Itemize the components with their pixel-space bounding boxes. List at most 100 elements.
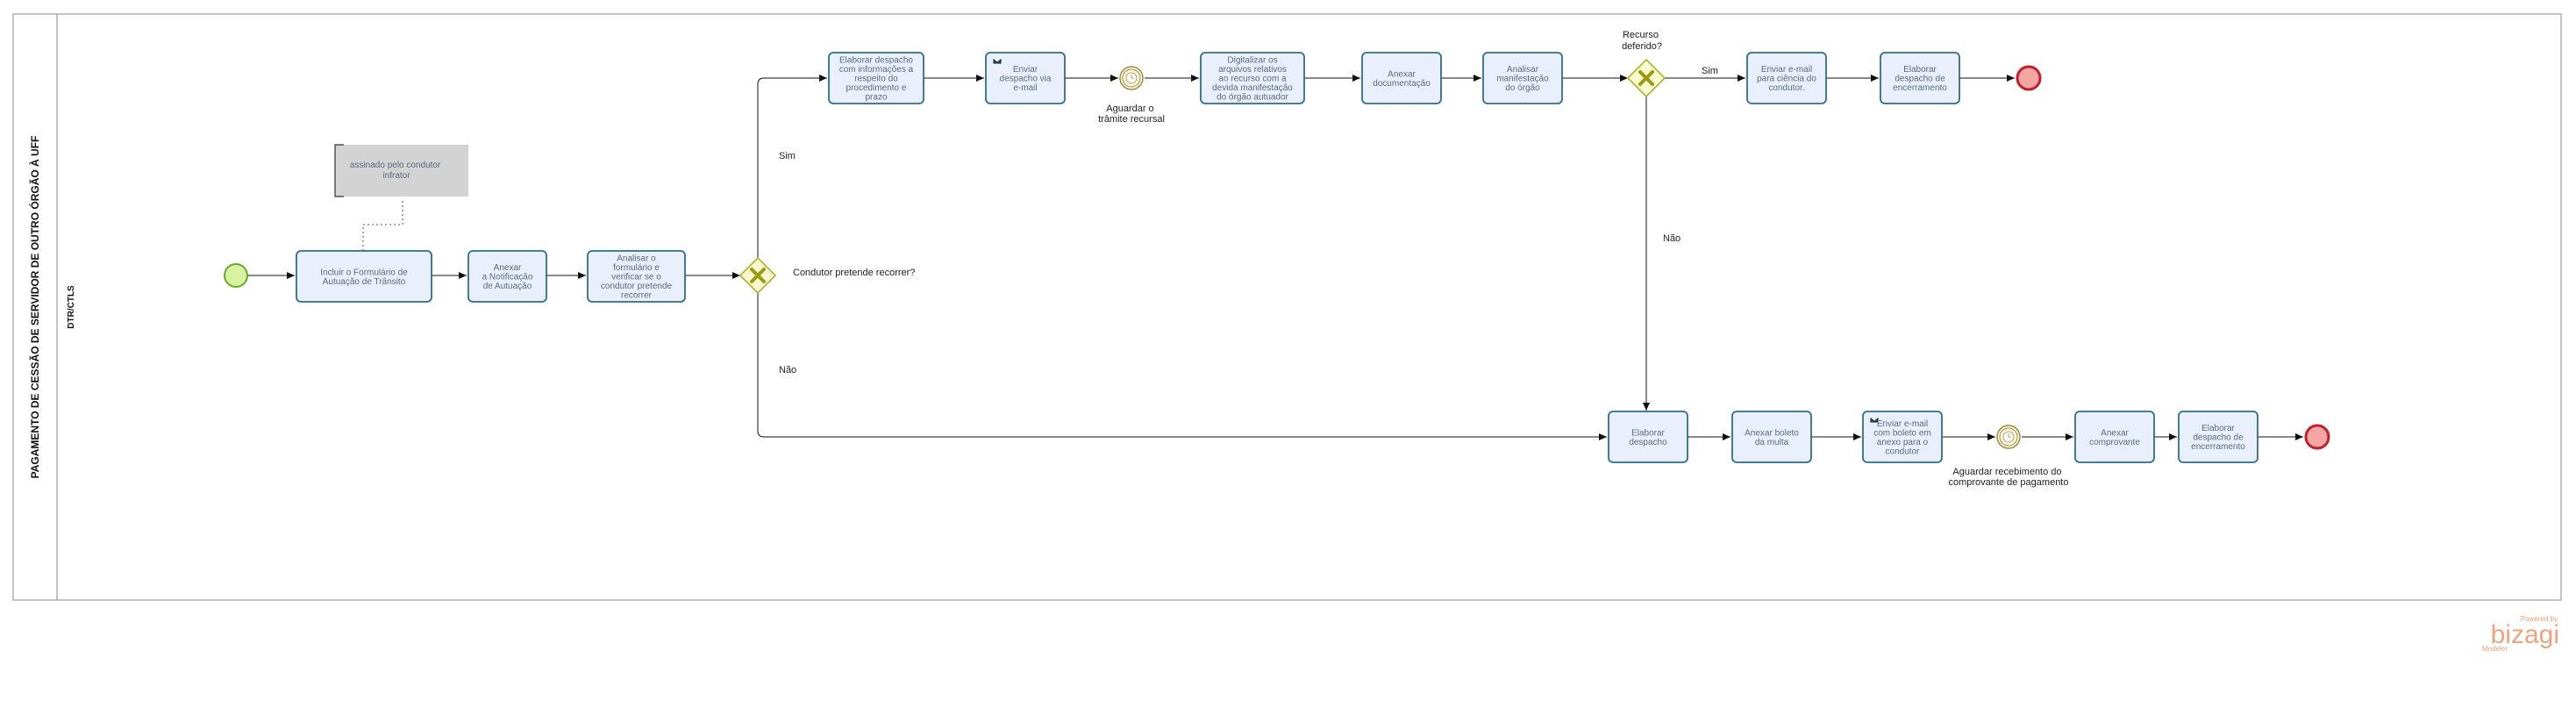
task-label-line: recorrer: [621, 291, 653, 301]
task-label-line: condutor.: [1768, 83, 1804, 93]
annotation-line: infrator: [382, 171, 410, 181]
task-label-line: Anexar: [2101, 428, 2129, 438]
task-label-line: arquivos relativos: [1218, 65, 1287, 75]
timer-label-line: Aguardar o: [1106, 104, 1153, 114]
end-event[interactable]: [2304, 424, 2330, 450]
timer-event-inner: [1122, 68, 1141, 88]
task-label-line: Elaborar: [2201, 424, 2235, 433]
task-label-line: formulário e: [613, 263, 660, 273]
timer-label-line: Aguardar recebimento do: [1952, 467, 2061, 477]
gateway-label-line: deferido?: [1622, 41, 1662, 52]
task-label-line: Elaborar despacho: [839, 56, 913, 66]
gateway-recurso-deferido[interactable]: [1626, 58, 1666, 98]
task-label-line: procedimento e: [846, 83, 907, 93]
task-label-line: Enviar: [1013, 65, 1038, 75]
task-label-line: Enviar e-mail: [1877, 419, 1928, 429]
task-box: [828, 52, 924, 104]
task-label-line: a Notificação: [482, 273, 533, 282]
task-label-line: manifestação: [1496, 75, 1549, 84]
lane-title: DTR/CTLS: [67, 285, 76, 329]
task-box: [2074, 411, 2155, 463]
annotation-bracket: [334, 144, 344, 197]
logo-brand-text: bizagi: [2491, 620, 2559, 649]
task-label-line: prazo: [865, 93, 887, 103]
task-label-line: Analisar o: [617, 254, 656, 264]
task-label-line: despacho de: [2193, 433, 2244, 443]
envelope-icon: [1869, 416, 1880, 424]
timer-label-line: comprovante de pagamento: [1949, 477, 2069, 488]
timer-event-inner: [1999, 427, 2018, 447]
bizagi-logo: Powered by bizagi Modeler: [2482, 615, 2559, 653]
task-label-line: comprovante: [2089, 438, 2140, 447]
task-label-line: despacho de: [1895, 75, 1945, 84]
task-label-line: com informações a: [839, 65, 914, 75]
exclusive-x-icon: [1638, 70, 1654, 86]
envelope-icon: [992, 57, 1003, 65]
annotation-association: [362, 198, 403, 251]
text-annotation: assinado pelo condutor infrator: [334, 144, 468, 197]
gateway-condutor-recorrer[interactable]: [739, 256, 777, 295]
task-label-line: despacho via: [1000, 75, 1052, 84]
task-label-line: do órgão: [1505, 83, 1540, 93]
timer-label: Aguardar recebimento do comprovante de p…: [1949, 467, 2069, 488]
task-label-line: despacho: [1629, 438, 1667, 447]
task-box: [587, 250, 686, 303]
end-event[interactable]: [2016, 65, 2042, 91]
task-box: [2178, 411, 2258, 463]
timer-event-comprovante[interactable]: [1996, 425, 2021, 449]
clock-hands-icon: [2008, 433, 2011, 438]
task-box: [296, 250, 432, 303]
flow-g1-no: [757, 293, 1607, 440]
task-label-line: encerramento: [2191, 442, 2245, 452]
sequence-flows: [247, 75, 2303, 440]
task-label-line: condutor: [1886, 447, 1921, 456]
task-label-line: verificar se o: [611, 273, 661, 282]
logo-product-text: Modeler: [2482, 645, 2508, 653]
task-label-line: anexo para o: [1877, 438, 1929, 447]
task-label-line: e-mail: [1013, 83, 1037, 93]
task-label-line: com boleto em: [1873, 428, 1931, 438]
task-box: [1361, 52, 1442, 104]
task-label-line: Anexar boleto: [1745, 428, 1799, 438]
task-box: [1482, 52, 1563, 104]
task-label-line: documentação: [1373, 79, 1431, 89]
task-box: [1880, 52, 1960, 104]
task-box: [985, 52, 1066, 104]
task-label-line: devida manifestação: [1212, 83, 1293, 93]
task-box: [467, 250, 547, 303]
gateway-label: Condutor pretende recorrer?: [793, 268, 915, 278]
task-label-line: Anexar: [494, 263, 522, 273]
task-box: [1862, 411, 1943, 463]
start-event[interactable]: [224, 263, 248, 288]
timer-event-tramite[interactable]: [1119, 66, 1144, 90]
timer-label: Aguardar o trâmite recursal: [1098, 104, 1165, 125]
task-label-line: Autuação de Trânsito: [323, 277, 406, 287]
task-label-line: Anexar: [1388, 69, 1416, 79]
annotation-text: assinado pelo condutor infrator: [350, 161, 443, 181]
logo-powered-text: Powered by: [2521, 615, 2558, 623]
flow-label-nao: Não: [779, 365, 796, 375]
